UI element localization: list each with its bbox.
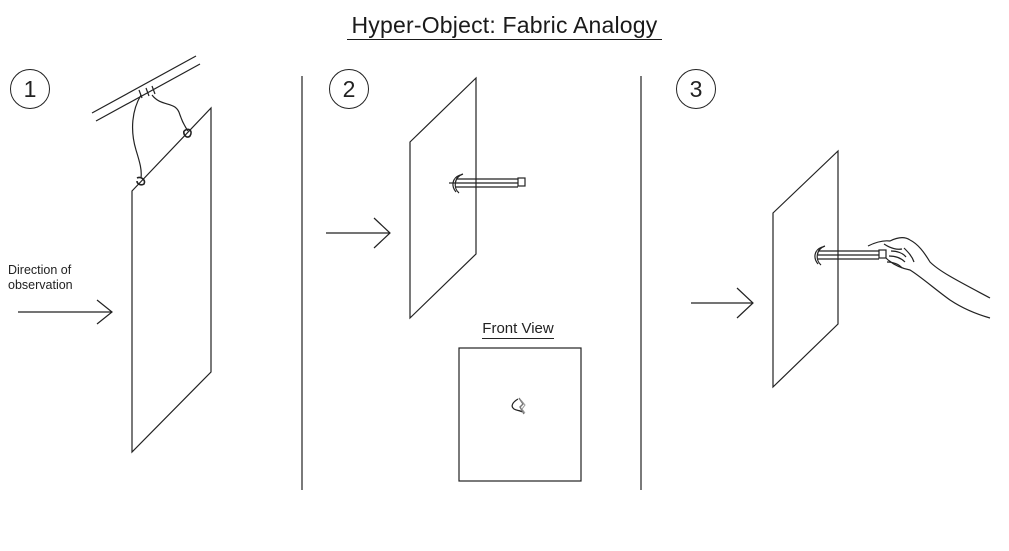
fabric-sheet-2 [409,76,477,320]
front-view-label: Front View [466,320,570,339]
diagram-title-text: Hyper-Object: Fabric Analogy [347,12,662,40]
hanging-string-left [131,94,142,179]
hook-icon [136,176,146,186]
step-number-1: 1 [10,69,50,109]
panel-3 [691,149,991,389]
hand-icon [867,237,991,319]
fabric-sheet-3 [772,149,839,389]
front-view-box [458,347,582,482]
hanging-string-right [151,94,189,132]
step-number-2: 2 [329,69,369,109]
hanger-clamp [138,85,156,99]
arrow-right-icon-2 [326,217,391,249]
panel-2 [326,76,582,482]
observation-label: Direction of observation [8,263,73,292]
hook-icon-right [183,128,192,138]
step-number-3: 3 [676,69,716,109]
fabric-sheet-1 [131,106,212,454]
tear-mark [511,397,526,415]
front-view-label-text: Front View [482,320,554,339]
arrow-right-icon [18,299,113,325]
arrow-right-icon-3 [691,287,754,319]
pencil-icon [449,173,526,194]
diagram-title: Hyper-Object: Fabric Analogy [0,12,1009,40]
pencil-icon-3 [814,245,887,266]
panel-1 [18,55,212,454]
